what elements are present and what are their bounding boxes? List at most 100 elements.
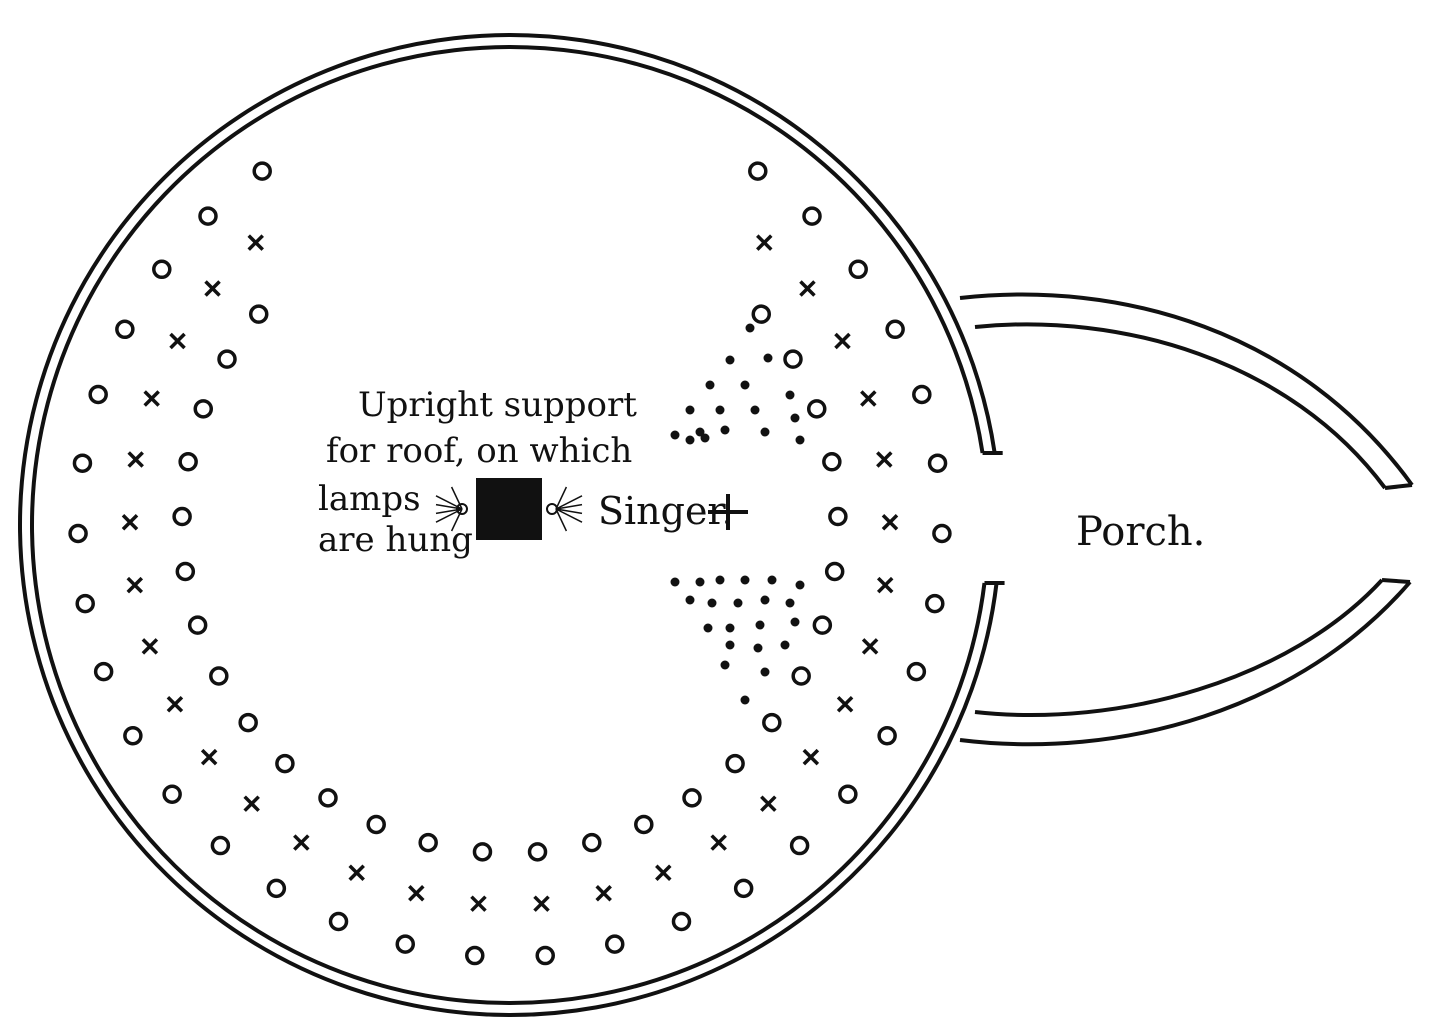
- seat-circle-mark: [838, 784, 858, 804]
- seat-circle-mark: [822, 452, 842, 472]
- attendant-dot: [725, 640, 735, 650]
- seat-circle-mark: [209, 666, 229, 686]
- seat-circle-mark: [725, 753, 745, 774]
- seat-circle-mark: [472, 842, 493, 862]
- person-cross-mark: [348, 864, 365, 881]
- seat-circle-mark: [172, 506, 192, 527]
- support-label-line-3: lamps: [318, 479, 421, 519]
- attendant-dot: [785, 390, 795, 400]
- roof-support-post: [476, 478, 542, 540]
- seat-circle-mark: [93, 661, 114, 682]
- attendant-dot: [707, 598, 717, 608]
- seat-circle-mark: [366, 814, 386, 835]
- person-cross-mark: [204, 280, 221, 297]
- porch-wall-top-inner: [974, 322, 1387, 490]
- person-cross-mark: [860, 390, 877, 407]
- attendant-dot: [750, 405, 760, 415]
- attendant-dot: [763, 353, 773, 363]
- person-cross-mark: [247, 234, 264, 251]
- singer-label: Singer.: [598, 489, 734, 533]
- seat-circle-mark: [328, 911, 349, 932]
- person-cross-mark: [143, 390, 160, 407]
- attendant-dot: [685, 405, 695, 415]
- attendant-dot: [703, 623, 713, 633]
- person-cross-mark: [127, 451, 144, 468]
- attendant-dot: [755, 620, 765, 630]
- person-cross-mark: [799, 280, 816, 297]
- person-cross-mark: [121, 514, 139, 531]
- seat-circle-mark: [535, 945, 555, 966]
- attendant-dot: [760, 595, 770, 605]
- seat-circle-mark: [789, 835, 810, 856]
- person-cross-mark: [166, 695, 184, 713]
- person-cross-mark: [834, 332, 851, 350]
- attendant-dot: [695, 577, 705, 587]
- person-cross-mark: [760, 795, 777, 812]
- seat-circle-mark: [671, 911, 692, 932]
- attendant-dot: [725, 623, 735, 633]
- seat-circle-mark: [152, 259, 172, 280]
- seat-circle-mark: [806, 399, 827, 419]
- person-cross-mark: [595, 885, 612, 902]
- attendant-dot: [767, 575, 777, 585]
- attendant-dot: [740, 695, 750, 705]
- person-cross-mark: [243, 795, 260, 812]
- seat-circle-mark: [824, 561, 845, 582]
- person-cross-mark: [655, 864, 672, 881]
- attendant-dot: [790, 413, 800, 423]
- person-cross-mark: [756, 234, 773, 251]
- seat-circle-mark: [527, 842, 548, 862]
- attendant-dot: [760, 667, 770, 677]
- attendant-dot: [790, 617, 800, 627]
- seat-circle-mark: [751, 304, 772, 324]
- support-label-line-4: are hung: [318, 520, 473, 560]
- attendant-dot: [795, 580, 805, 590]
- seat-circle-mark: [275, 753, 295, 774]
- seat-circle-mark: [175, 561, 196, 582]
- attendant-dot: [745, 323, 755, 333]
- attendant-dot: [753, 643, 763, 653]
- lamp-ray: [555, 503, 583, 510]
- seat-circle-mark: [248, 304, 269, 324]
- lamp-ray: [450, 508, 463, 532]
- porch-cap-top: [1384, 483, 1413, 490]
- person-cross-mark: [141, 638, 159, 655]
- seat-circle-mark: [465, 945, 485, 966]
- seat-circle-mark: [848, 259, 868, 280]
- porch-wall-top-outer: [959, 292, 1414, 487]
- seat-circle-mark: [88, 384, 108, 405]
- attendant-dot: [760, 427, 770, 437]
- attendant-dot: [705, 380, 715, 390]
- seat-circle-mark: [791, 666, 811, 686]
- support-label-line-1: Upright support: [358, 385, 637, 425]
- lamp-left: [456, 503, 468, 515]
- attendant-dot: [785, 598, 795, 608]
- seat-circle-mark: [927, 453, 948, 473]
- seat-circle-mark: [783, 349, 803, 369]
- seat-circle-mark: [68, 523, 88, 544]
- attendant-dot: [685, 595, 695, 605]
- attendant-dot: [720, 660, 730, 670]
- person-cross-mark: [881, 514, 899, 531]
- seat-circle-mark: [252, 161, 272, 181]
- attendant-dot: [700, 433, 710, 443]
- lamp-ray: [555, 508, 583, 523]
- outer-wall-arc: [18, 33, 999, 1017]
- attendant-dot: [670, 430, 680, 440]
- attendant-dot: [733, 598, 743, 608]
- lamp-ray: [555, 508, 568, 532]
- seat-circle-mark: [877, 725, 897, 746]
- person-cross-mark: [802, 748, 820, 766]
- attendant-dot: [780, 640, 790, 650]
- lamp-ray: [555, 508, 583, 515]
- support-label-line-2: for roof, on which: [326, 431, 633, 471]
- attendant-dot: [715, 405, 725, 415]
- seat-circle-mark: [217, 349, 237, 369]
- attendant-dot: [715, 575, 725, 585]
- person-cross-mark: [533, 895, 550, 912]
- porch-wall-bottom-outer: [959, 580, 1412, 747]
- attendant-dot: [720, 425, 730, 435]
- seat-circle-mark: [828, 506, 848, 527]
- person-cross-mark: [200, 748, 218, 766]
- seat-circle-mark: [748, 161, 768, 181]
